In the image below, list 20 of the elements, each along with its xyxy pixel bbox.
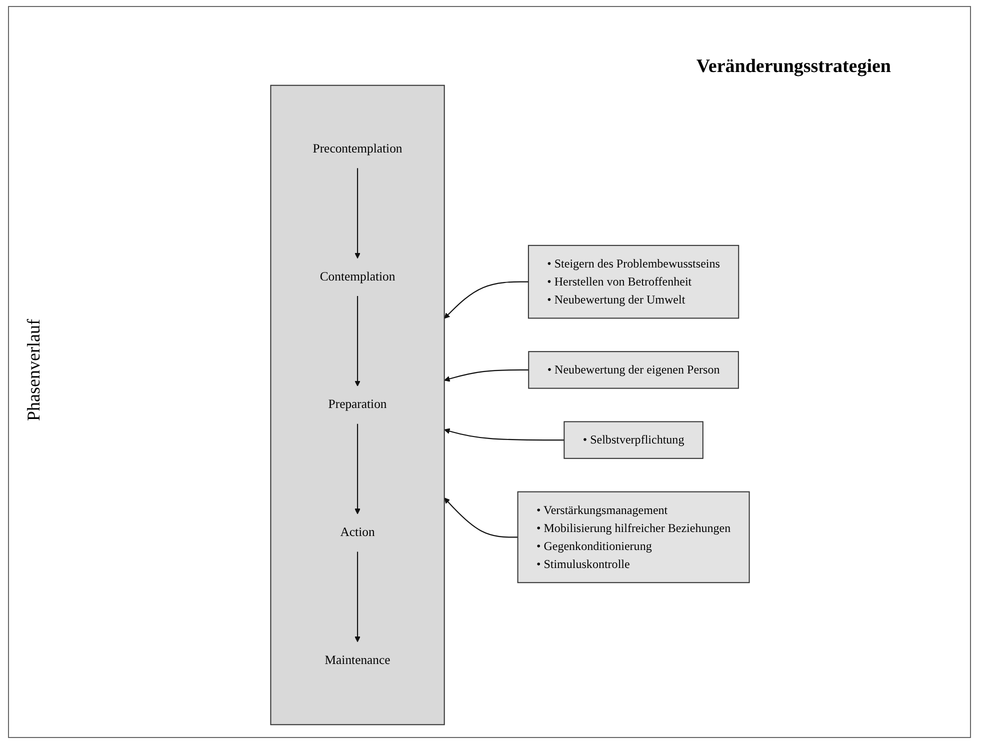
arrow <box>354 296 360 386</box>
node-box: • Selbstverpflichtung <box>564 421 704 459</box>
node-box: • Steigern des Problembewusstseins • Herstellen von Betroffenheit • Neubewertung der Umwelt <box>528 244 740 319</box>
node-text: Contemplation <box>320 270 396 284</box>
node-text: Maintenance <box>324 653 390 668</box>
node-box: • Neubewertung der eigenen Person <box>528 351 739 389</box>
arrow <box>354 552 360 642</box>
column-heading: Veränderungsstrategien <box>696 56 891 77</box>
arrow <box>444 498 518 538</box>
arrow <box>444 369 529 382</box>
cluster <box>270 84 445 726</box>
arrow <box>354 424 360 514</box>
axis-label: Phasenverlauf <box>24 319 44 421</box>
node-text: Preparation <box>328 397 387 412</box>
node-text: Action <box>340 525 375 540</box>
arrow <box>444 281 528 319</box>
node-text: Precontemplation <box>312 142 402 156</box>
node-box: • Verstärkungsmanagement • Mobilisierung hilfreicher Beziehungen • Gegenkonditionierung • Stimuluskontrolle <box>517 491 750 584</box>
arrow <box>444 428 564 441</box>
arrow <box>354 168 360 259</box>
